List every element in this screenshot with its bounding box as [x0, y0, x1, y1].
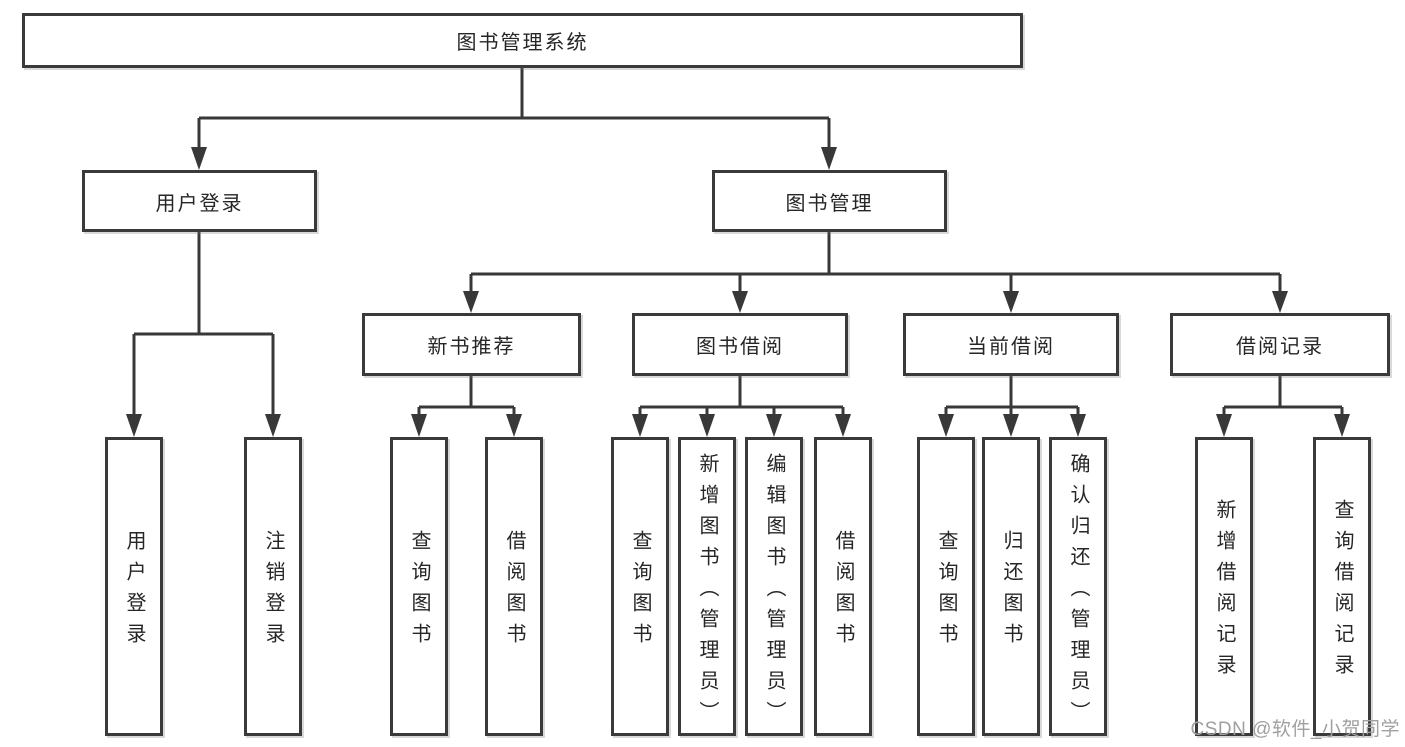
leaf-query-books-current: 查询图书	[917, 437, 975, 736]
node-label: 新增借阅记录	[1213, 499, 1235, 685]
node-label: 新增图书（管理员）	[696, 452, 718, 732]
leaf-add-book-admin: 新增图书（管理员）	[678, 437, 736, 736]
node-book-borrowing: 图书借阅	[632, 313, 848, 376]
watermark-text: CSDN @软件_小贺同学	[1190, 719, 1400, 740]
connector-new-book-recommend-children	[411, 376, 522, 437]
leaf-edit-book-admin: 编辑图书（管理员）	[745, 437, 803, 736]
node-library-system: 图书管理系统	[22, 13, 1023, 68]
connector-book-borrowing-children	[632, 376, 851, 437]
node-label: 注销登录	[262, 530, 284, 654]
node-label: 图书管理系统	[456, 32, 589, 54]
leaf-return-books: 归还图书	[982, 437, 1040, 736]
node-label: 图书借阅	[696, 336, 784, 358]
connector-user-login-children	[126, 232, 281, 437]
node-label: 确认归还（管理员）	[1067, 452, 1089, 732]
leaf-query-borrow-record: 查询借阅记录	[1313, 437, 1371, 736]
node-book-management: 图书管理	[712, 170, 947, 232]
node-label: 查询图书	[629, 530, 651, 654]
leaf-logout: 注销登录	[244, 437, 302, 736]
node-label: 查询图书	[935, 530, 957, 654]
node-label: 编辑图书（管理员）	[763, 452, 785, 732]
connector-root-to-level1	[191, 68, 837, 170]
leaf-query-books-recommend: 查询图书	[390, 437, 448, 736]
node-label: 借阅图书	[832, 530, 854, 654]
node-label: 用户登录	[155, 192, 244, 215]
node-borrowing-records: 借阅记录	[1170, 313, 1390, 376]
node-user-login: 用户登录	[82, 170, 317, 232]
leaf-user-login: 用户登录	[105, 437, 163, 736]
leaf-borrow-books-recommend: 借阅图书	[485, 437, 543, 736]
node-label: 借阅记录	[1236, 336, 1324, 358]
node-label: 新书推荐	[427, 336, 516, 358]
node-label: 用户登录	[123, 530, 145, 654]
node-new-book-recommend: 新书推荐	[362, 313, 581, 376]
leaf-add-borrow-record: 新增借阅记录	[1195, 437, 1253, 736]
node-label: 查询图书	[408, 530, 430, 654]
leaf-borrow-books-borrowing: 借阅图书	[814, 437, 872, 736]
node-label: 借阅图书	[503, 530, 525, 654]
connector-borrowing-records-children	[1216, 376, 1350, 437]
node-label: 当前借阅	[967, 336, 1055, 358]
connector-book-management-children	[463, 232, 1288, 313]
leaf-confirm-return-admin: 确认归还（管理员）	[1049, 437, 1107, 736]
node-label: 归还图书	[1000, 530, 1022, 654]
node-label: 查询借阅记录	[1331, 499, 1353, 685]
node-current-borrowing: 当前借阅	[903, 313, 1119, 376]
connector-current-borrowing-children	[938, 376, 1086, 437]
node-label: 图书管理	[785, 192, 874, 215]
leaf-query-books-borrowing: 查询图书	[611, 437, 669, 736]
